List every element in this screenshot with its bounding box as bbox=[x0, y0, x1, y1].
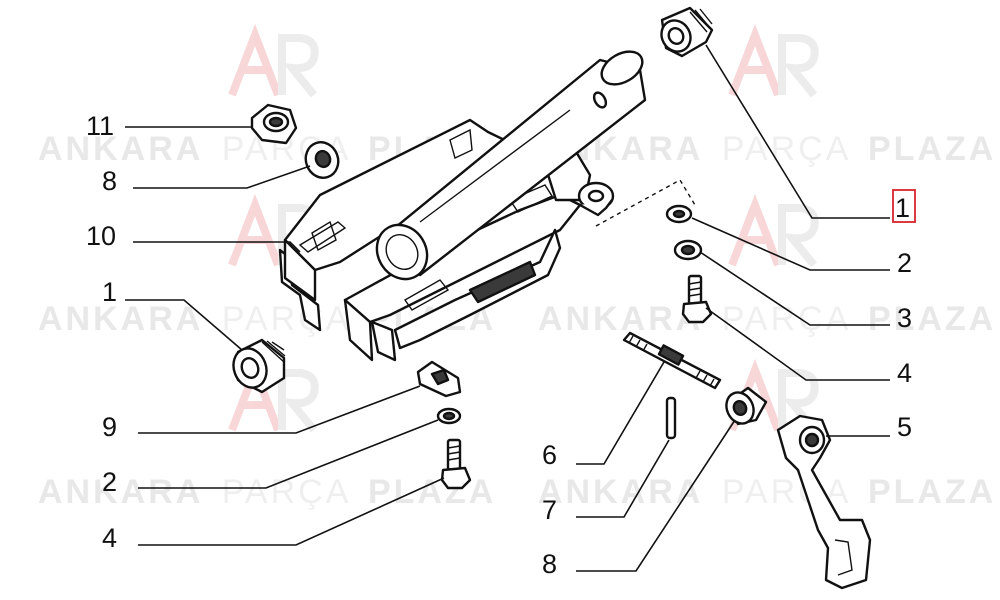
hex-nut bbox=[250, 103, 298, 145]
knurled-nut-left bbox=[232, 338, 286, 394]
spring-washer-right bbox=[665, 204, 693, 224]
leader-4-right bbox=[705, 307, 890, 381]
spring-washer-left bbox=[436, 407, 462, 425]
washer-left bbox=[304, 141, 340, 179]
washer-bottom bbox=[725, 386, 768, 426]
watermark-text: ANKARA PARÇA PLAZA bbox=[538, 300, 996, 338]
flat-washer bbox=[673, 239, 703, 261]
leader-1-left bbox=[125, 299, 243, 351]
leader-1-top bbox=[705, 44, 890, 219]
steering-column-bracket bbox=[278, 118, 615, 362]
leader-4-left bbox=[138, 477, 445, 546]
callout-4-right: 4 bbox=[897, 358, 912, 388]
callout-numbers: 1 2 3 4 5 6 7 8 11 8 10 1 9 2 4 bbox=[86, 111, 916, 579]
bolt-left bbox=[440, 438, 472, 490]
callout-6: 6 bbox=[542, 440, 557, 470]
release-lever bbox=[776, 414, 872, 590]
threaded-pin bbox=[622, 331, 722, 390]
callout-highlight-box bbox=[892, 189, 916, 223]
watermark-text: ANKARA PARÇA PLAZA bbox=[538, 473, 996, 511]
watermark-logo bbox=[728, 23, 819, 98]
callout-8-bottom: 8 bbox=[542, 549, 557, 579]
watermark-text: ANKARA PARÇA PLAZA bbox=[38, 473, 496, 511]
leader-3-right bbox=[699, 251, 890, 326]
bolt-right bbox=[681, 274, 713, 324]
callout-1-top: 1 bbox=[895, 193, 910, 223]
callout-7: 7 bbox=[542, 495, 557, 525]
callout-2-right: 2 bbox=[897, 248, 912, 278]
watermark-logo bbox=[728, 193, 819, 268]
watermark-text: ANKARA PARÇA PLAZA bbox=[38, 300, 496, 338]
callout-11: 11 bbox=[86, 111, 114, 141]
leader-10 bbox=[133, 241, 301, 253]
callout-8-left: 8 bbox=[102, 166, 117, 196]
clip-nut bbox=[416, 360, 462, 398]
callout-4-left: 4 bbox=[102, 523, 117, 553]
knurled-nut-top bbox=[660, 6, 714, 58]
leader-7 bbox=[576, 439, 670, 518]
callout-2-left: 2 bbox=[102, 467, 117, 497]
leader-2-left bbox=[138, 419, 439, 489]
watermark-logo bbox=[228, 23, 319, 98]
leader-9 bbox=[138, 385, 421, 434]
leader-8-left bbox=[133, 165, 311, 189]
assembly-indicator-dashed bbox=[595, 179, 696, 227]
callout-3-right: 3 bbox=[897, 303, 912, 333]
steering-tube bbox=[375, 50, 647, 281]
callout-10: 10 bbox=[86, 221, 116, 251]
callout-5-right: 5 bbox=[897, 412, 912, 442]
roll-pin bbox=[665, 396, 677, 440]
leader-lines bbox=[125, 44, 890, 572]
watermark-text: ANKARA PARÇA PLAZA bbox=[538, 130, 996, 168]
leader-2-right bbox=[691, 217, 890, 271]
leader-8-bottom bbox=[576, 419, 736, 572]
leader-6 bbox=[576, 361, 665, 465]
callout-1-left: 1 bbox=[102, 277, 117, 307]
callout-9: 9 bbox=[102, 412, 117, 442]
